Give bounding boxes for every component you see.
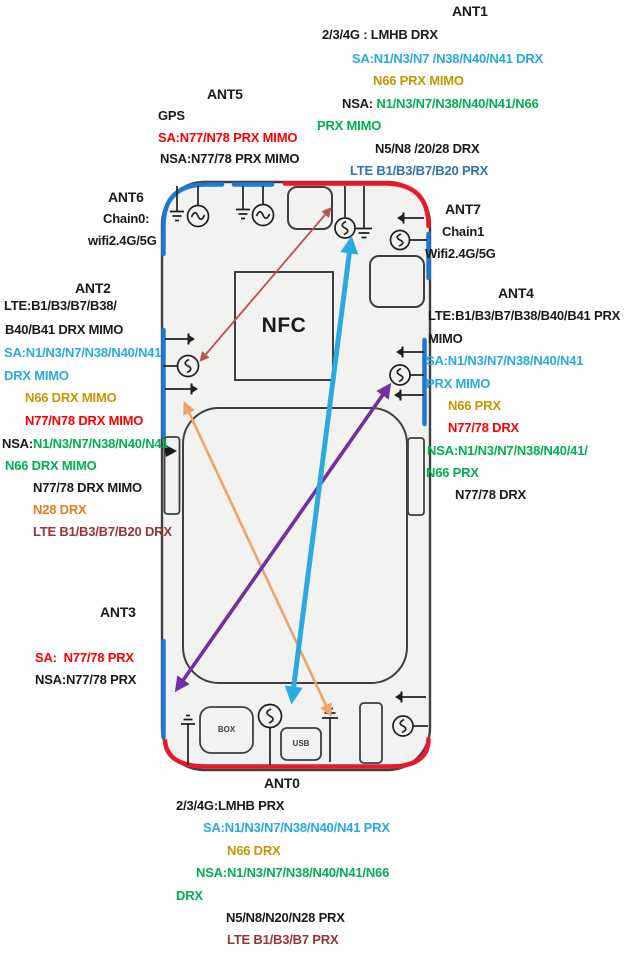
ant0-line-2g3g4g: 2/3/4G:LMHB PRX [176, 798, 285, 813]
ground-icon [356, 186, 372, 239]
edge-blue-topleft [161, 182, 225, 257]
ant4-line-n66prx: N66 PRX [426, 465, 479, 480]
ant1-line-2g3g4g: 2/3/4G : LMHB DRX [322, 27, 438, 42]
ant6-line-chain: Chain0: [103, 211, 150, 226]
ant4-line-prxmimo: PRX MIMO [426, 376, 491, 391]
ant6-title: ANT6 [108, 189, 144, 205]
ant6-line-wifi: wifi2.4G/5G [88, 233, 157, 248]
ant2-line-n7778: N77/78 DRX MIMO [33, 480, 142, 495]
right-antenna-element [407, 437, 425, 516]
ant1-nsa-prefix: NSA: [342, 96, 377, 111]
coupling-arrow-brown [199, 207, 332, 362]
ant7-title: ANT7 [445, 201, 481, 217]
top-right-module [369, 255, 425, 308]
ant5-line-nsa: NSA:N77/78 PRX MIMO [160, 151, 300, 166]
ground-icon [170, 186, 184, 222]
feed-point-icon [165, 333, 195, 345]
feed-point-icon [397, 212, 424, 224]
ant1-line-n5n8: N5/N8 /20/28 DRX [375, 141, 480, 156]
ant5-line-gps: GPS [158, 108, 185, 123]
coupling-arrow-cyan [284, 235, 359, 705]
ant0-line-lte: LTE B1/B3/B7 PRX [227, 932, 339, 947]
ant2-line-lte-drx: LTE B1/B3/B7/B20 DRX [33, 524, 172, 539]
ant4-line-lte1: LTE:B1/B3/B7/B38/B40/B41 PRX [428, 308, 621, 323]
ant1-line-n66: N66 PRX MIMO [373, 73, 464, 88]
ant2-line-lte2: B40/B41 DRX MIMO [5, 322, 124, 337]
ac-source-icon [389, 229, 427, 251]
ant2-line-lte1: LTE:B1/B3/B7/B38/ [4, 298, 117, 313]
ant4-line-mimo: MIMO [428, 331, 463, 346]
edge-red-bottom [162, 736, 431, 769]
ant0-line-sa: SA:N1/N3/N7/N38/N40/N41 PRX [203, 820, 390, 835]
ant7-line-wifi: Wifi2.4G/5G [425, 246, 496, 261]
bottom-speaker-element [359, 702, 383, 764]
ant2-line-nsa: NSA:N1/N3/N7/N38/N40/N41 [2, 436, 169, 451]
ant3-line-nsa: NSA:N77/78 PRX [35, 672, 137, 687]
ant5-line-sa: SA:N77/N78 PRX MIMO [158, 130, 298, 145]
ant1-line-nsa: NSA: N1/N3/N7/N38/N40/N41/N66 [342, 96, 539, 111]
ground-icon [322, 707, 338, 762]
box-label: BOX [217, 725, 236, 734]
ant2-line-sa: SA:N1/N3/N7/N38/N40/N41 [4, 345, 162, 360]
ant0-line-drx: DRX [176, 888, 203, 903]
ant2-line-drxmimo: DRX MIMO [4, 368, 69, 383]
ant2-line-n77: N77/N78 DRX MIMO [25, 413, 144, 428]
ant4-line-n7778drx: N77/78 DRX [448, 420, 519, 435]
feed-point-icon [395, 691, 426, 703]
ant1-line-lte: LTE B1/B3/B7/B20 PRX [350, 163, 489, 178]
ant4-title: ANT4 [498, 285, 534, 301]
ant0-line-n5n8: N5/N8/N20/N28 PRX [226, 910, 345, 925]
usb-label: USB [292, 739, 310, 748]
ant4-line-n7778: N77/78 DRX [455, 487, 526, 502]
ant1-title: ANT1 [452, 3, 488, 19]
ant2-title: ANT2 [75, 280, 111, 296]
feed-point-icon [396, 346, 424, 358]
ant2-line-n66drx: N66 DRX MIMO [5, 458, 97, 473]
ant1-line-sa: SA:N1/N3/N7 /N38/N40/N41 DRX [352, 51, 543, 66]
ant7-line-chain: Chain1 [442, 224, 485, 239]
ant0-title: ANT0 [264, 775, 300, 791]
ant2-line-n66: N66 DRX MIMO [25, 390, 117, 405]
ant1-line-prxmimo: PRX MIMO [317, 118, 382, 133]
ac-source-icon [163, 354, 200, 378]
ant0-line-n66: N66 DRX [227, 843, 281, 858]
ac-source-icon [389, 364, 424, 386]
ant2-line-n28: N28 DRX [33, 502, 87, 517]
nfc-label: NFC [261, 314, 307, 337]
ant2-nsa-bands: N1/N3/N7/N38/N40/N41 [32, 436, 169, 451]
ant4-line-n66: N66 PRX [448, 398, 501, 413]
usb-module [280, 727, 322, 761]
ant4-line-nsa: NSA:N1/N3/N7/N38/N40/41/ [427, 443, 588, 458]
ant2-nsa-prefix: NSA: [2, 436, 33, 451]
coupling-arrows [174, 207, 392, 717]
ant1-nsa-bands: N1/N3/N7/N38/N40/N41/N66 [376, 96, 539, 111]
feed-marker-triangle [164, 444, 177, 457]
edge-highlight-strokes [161, 181, 431, 769]
ant3-title: ANT3 [100, 604, 136, 620]
feed-point-icon [394, 389, 424, 401]
edge-red-top [282, 181, 431, 229]
ant0-line-nsa: NSA:N1/N3/N7/N38/N40/N41/N66 [196, 865, 390, 880]
ant3-line-sa: SA: N77/78 PRX [35, 650, 134, 665]
ant4-line-sa: SA:N1/N3/N7/N38/N40/N41 [426, 353, 584, 368]
ac-source-icon [392, 715, 428, 737]
ant5-title: ANT5 [207, 86, 243, 102]
ground-icon [181, 714, 195, 765]
